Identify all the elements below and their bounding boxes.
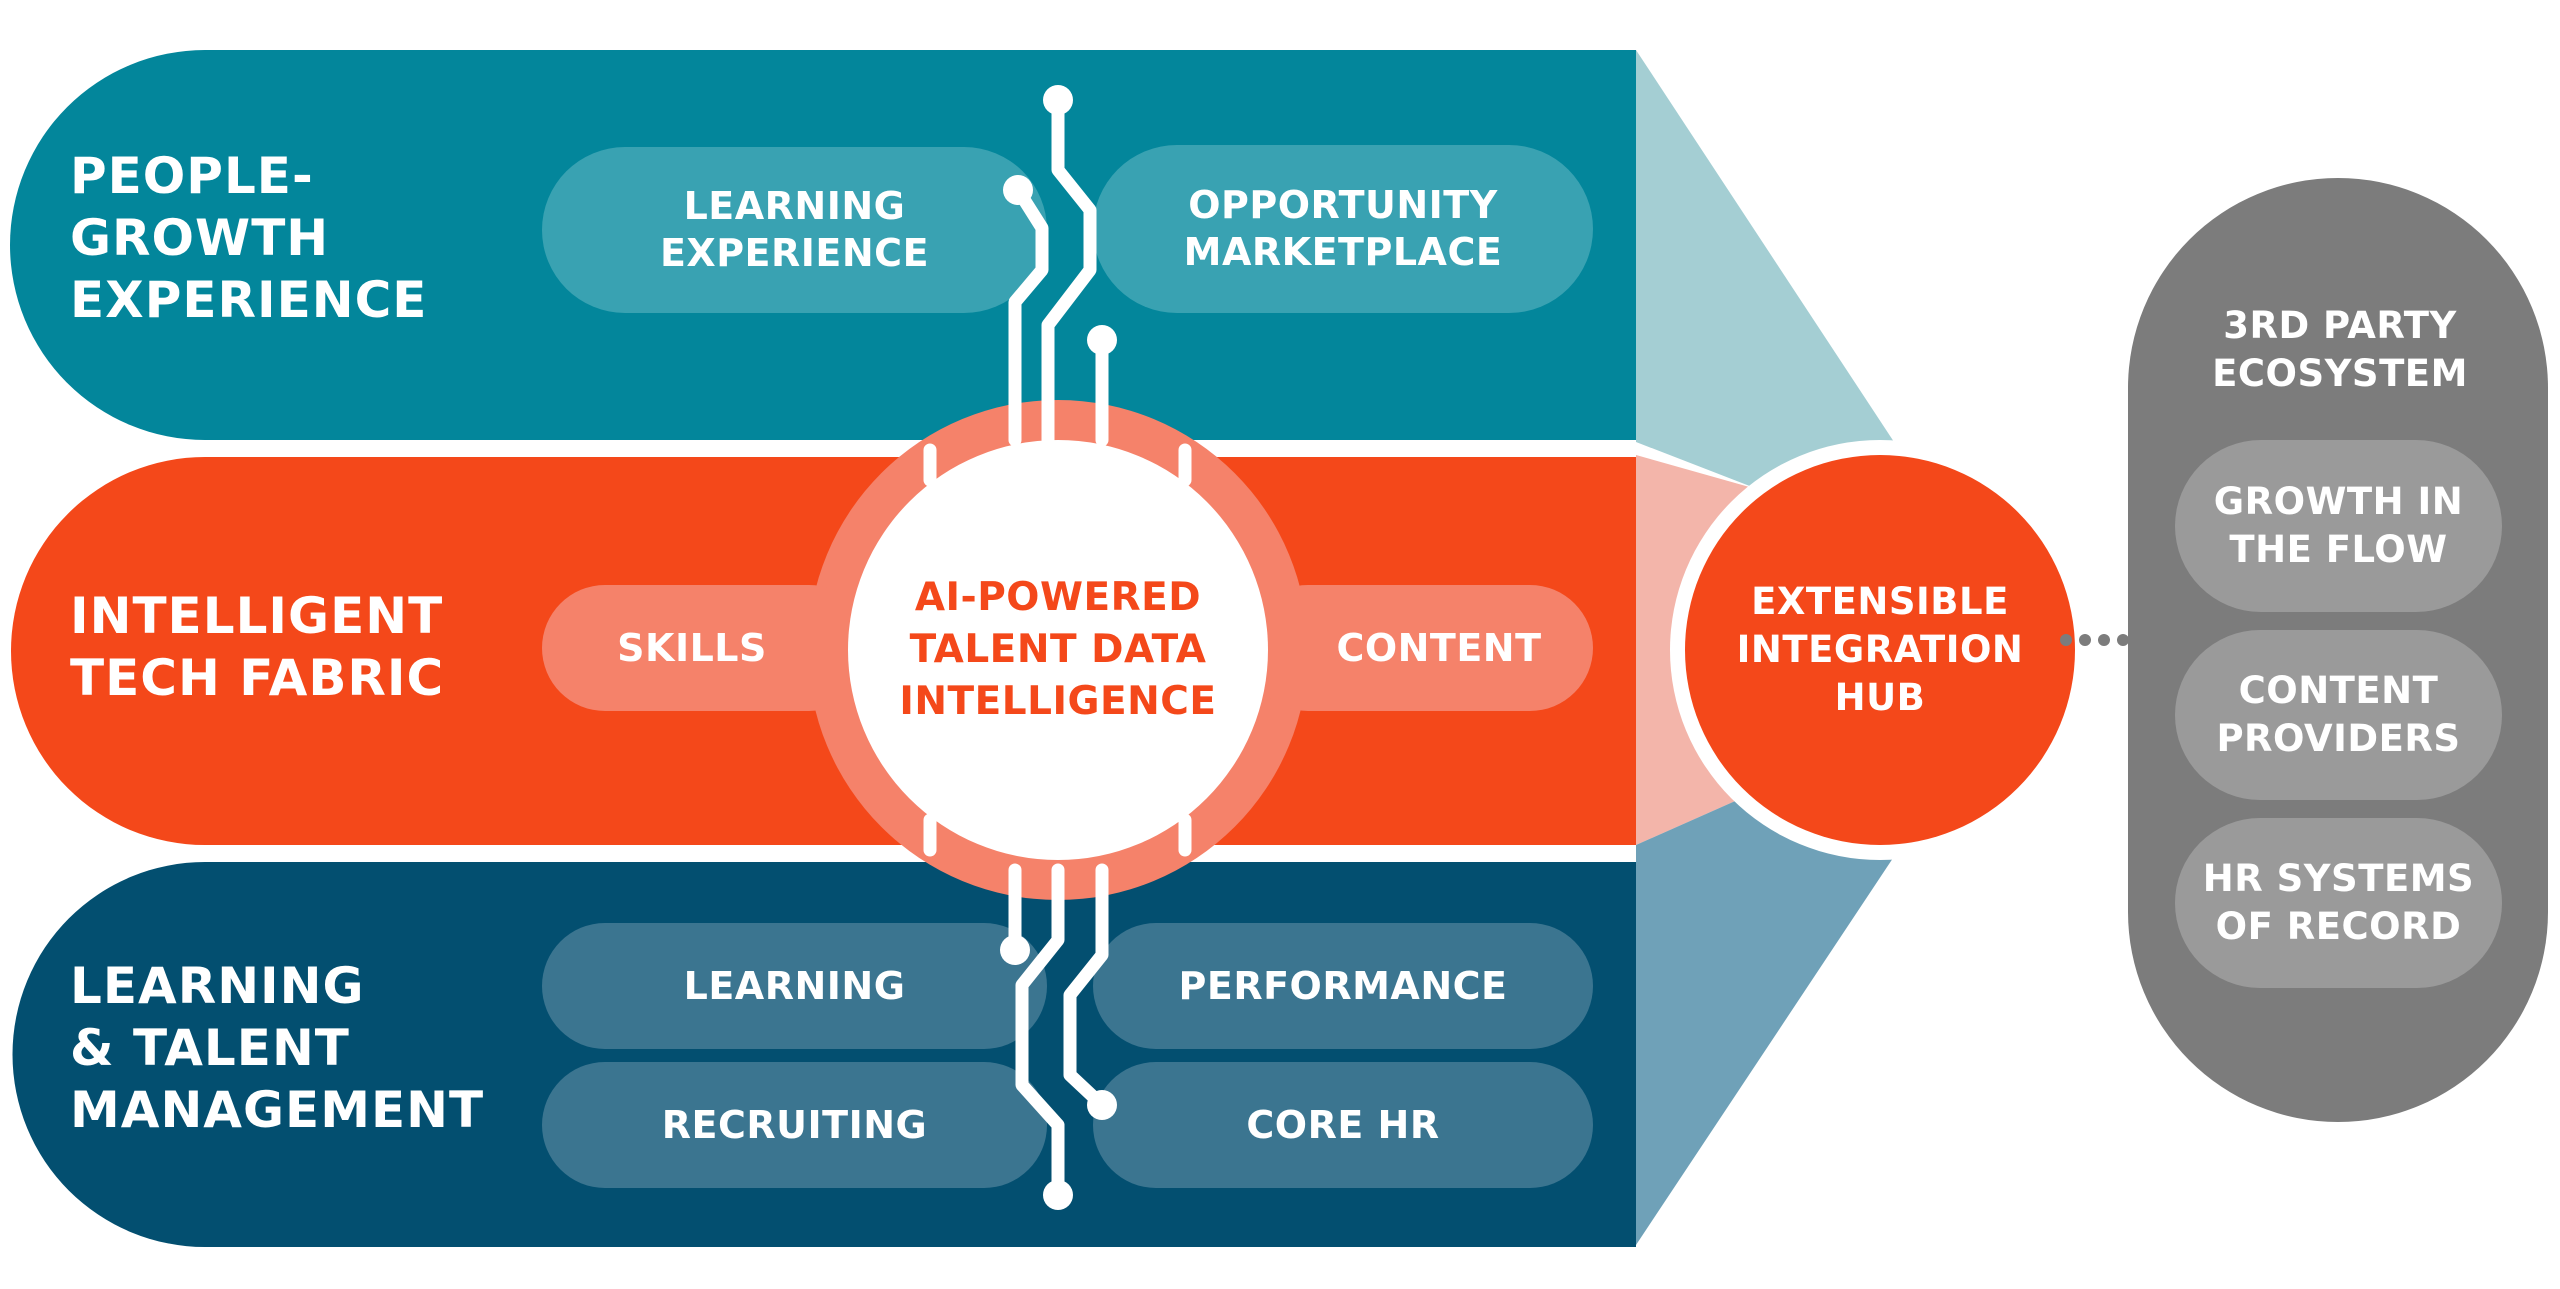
pill-hr-systems-of-record — [2175, 818, 2502, 988]
pill-recruiting — [542, 1062, 1047, 1188]
hr-systems-of-record-label: HR SYSTEMS OF RECORD — [2202, 857, 2475, 948]
circuit-nodes — [1000, 85, 1117, 1210]
learning-label: LEARNING — [683, 963, 906, 1008]
recruiting-label: RECRUITING — [661, 1102, 928, 1147]
pill-growth-in-the-flow — [2175, 440, 2502, 612]
intelligent-tech-fabric-title: INTELLIGENT TECH FABRIC — [70, 587, 445, 707]
opportunity-marketplace-label: OPPORTUNITY MARKETPLACE — [1183, 183, 1503, 274]
pill-learning — [542, 923, 1047, 1049]
extensible-integration-hub-label: EXTENSIBLE INTEGRATION HUB — [1736, 580, 2024, 719]
pill-content-providers — [2175, 630, 2502, 800]
content-providers-label: CONTENT PROVIDERS — [2216, 669, 2461, 760]
learning-experience-label: LEARNING EXPERIENCE — [659, 184, 930, 275]
band-separators — [924, 448, 1191, 480]
skills-label: SKILLS — [617, 625, 767, 670]
pill-learning-experience — [542, 147, 1047, 313]
center-core — [848, 440, 1268, 860]
pill-performance — [1093, 923, 1593, 1049]
pill-content — [1245, 585, 1593, 711]
hub-ecosystem-connector — [2060, 634, 2129, 646]
people-growth-experience-title: PEOPLE- GROWTH EXPERIENCE — [70, 147, 428, 329]
growth-in-the-flow-label: GROWTH IN THE FLOW — [2213, 480, 2464, 571]
wedge-bottom — [1636, 790, 1905, 1245]
third-party-ecosystem-title: 3RD PARTY ECOSYSTEM — [2212, 304, 2468, 395]
ai-powered-talent-data-intelligence-label: AI-POWERED TALENT DATA INTELLIGENCE — [899, 575, 1217, 724]
core-hr-label: CORE HR — [1246, 1102, 1440, 1147]
learning-talent-management-title: LEARNING & TALENT MANAGEMENT — [70, 957, 485, 1139]
pill-opportunity-marketplace — [1093, 145, 1593, 313]
performance-label: PERFORMANCE — [1178, 963, 1508, 1008]
content-label: CONTENT — [1336, 625, 1542, 670]
wedge-top — [1636, 50, 1898, 490]
pill-core-hr — [1093, 1062, 1593, 1188]
hub-circle — [1685, 455, 2075, 845]
pill-skills — [542, 585, 872, 711]
